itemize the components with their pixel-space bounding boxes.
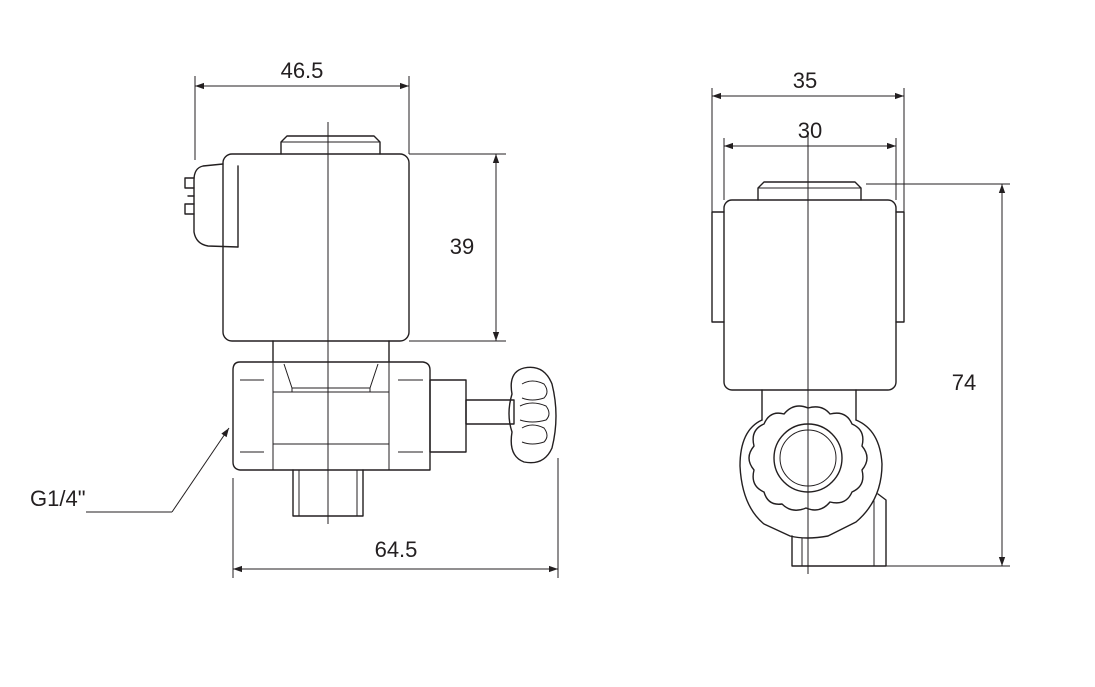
front-top-width-label: 46.5 — [281, 58, 324, 83]
front-dimension-top-width: 46.5 — [194, 58, 410, 160]
front-coil — [222, 153, 410, 342]
front-dimension-overall-length: 64.5 — [232, 458, 559, 578]
front-override-shaft — [465, 399, 515, 425]
side-dimension-outer-width: 35 — [711, 68, 905, 212]
side-outer-width-label: 35 — [793, 68, 817, 93]
side-view: 35 30 74 — [711, 68, 1010, 574]
side-top-nut — [757, 181, 862, 201]
front-valve-body — [232, 361, 431, 471]
front-override-boss — [429, 379, 467, 453]
front-thread-label: G1/4" — [30, 486, 86, 511]
side-override-knob — [748, 405, 868, 511]
front-connector — [193, 163, 239, 248]
front-top-nut — [280, 135, 381, 155]
side-inner-width-label: 30 — [798, 118, 822, 143]
side-dimension-inner-width: 30 — [723, 118, 897, 200]
front-view: 46.5 39 64.5 G1/4" — [30, 58, 559, 578]
side-valve-body — [739, 419, 883, 539]
side-overall-height-label: 74 — [952, 370, 976, 395]
side-coil — [723, 199, 897, 391]
front-stem — [272, 340, 390, 363]
front-dimension-coil-height: 39 — [409, 153, 506, 342]
front-override-knob — [508, 366, 557, 464]
front-coil-height-label: 39 — [450, 234, 474, 259]
side-dimension-overall-height: 74 — [866, 183, 1010, 567]
front-thread-callout: G1/4" — [30, 427, 230, 513]
front-overall-length-label: 64.5 — [375, 537, 418, 562]
side-stem — [761, 389, 857, 421]
